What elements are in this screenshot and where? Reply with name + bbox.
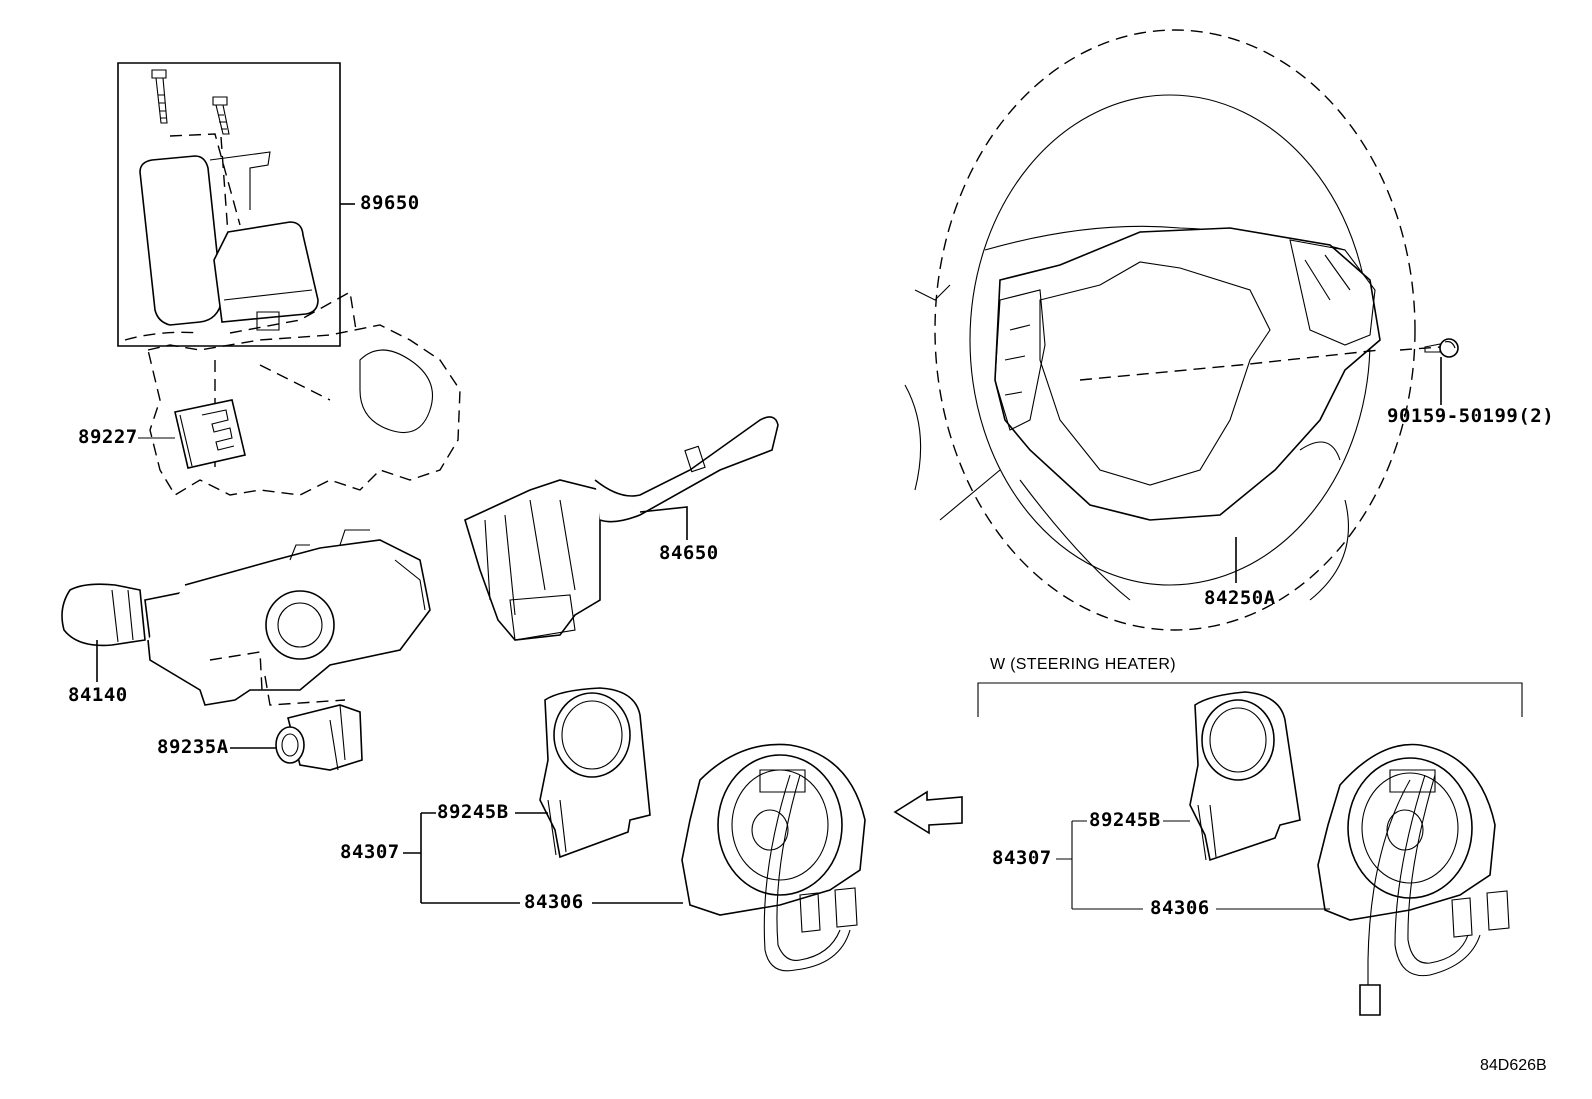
part-90159-50199-illustration[interactable] bbox=[1425, 339, 1458, 357]
part-label-84250A[interactable]: 84250A bbox=[1204, 587, 1276, 609]
screw-icon bbox=[1425, 339, 1458, 357]
part-label-84306-main[interactable]: 84306 bbox=[524, 891, 584, 913]
part-89245B-heater-illustration[interactable] bbox=[1190, 692, 1300, 860]
part-label-89235A[interactable]: 89235A bbox=[157, 736, 229, 758]
part-label-89650[interactable]: 89650 bbox=[360, 192, 420, 214]
variant-box-steering-heater bbox=[978, 683, 1522, 717]
part-89245B-main-illustration[interactable] bbox=[540, 688, 650, 857]
part-89235A-illustration[interactable] bbox=[276, 705, 362, 770]
part-84306-main-illustration[interactable] bbox=[682, 744, 865, 970]
part-label-84307-heater[interactable]: 84307 bbox=[992, 847, 1052, 869]
part-label-84650[interactable]: 84650 bbox=[659, 542, 719, 564]
bolt-icon bbox=[213, 97, 229, 134]
part-89650-illustration[interactable] bbox=[118, 63, 356, 346]
bolt-icon bbox=[152, 70, 167, 123]
part-84250A-illustration[interactable] bbox=[905, 30, 1440, 630]
part-label-84306-heater[interactable]: 84306 bbox=[1150, 897, 1210, 919]
part-label-89245B-heater[interactable]: 89245B bbox=[1089, 809, 1161, 831]
variant-box-title: W (STEERING HEATER) bbox=[990, 656, 1176, 673]
part-label-84140[interactable]: 84140 bbox=[68, 684, 128, 706]
part-89227-illustration[interactable] bbox=[175, 400, 245, 468]
part-label-89245B-main[interactable]: 89245B bbox=[437, 801, 509, 823]
part-84306-heater-illustration[interactable] bbox=[1318, 745, 1509, 1016]
leader-lines bbox=[97, 204, 1441, 909]
part-84650-illustration[interactable] bbox=[465, 417, 778, 640]
part-label-90159-50199[interactable]: 90159-50199(2) bbox=[1387, 405, 1555, 427]
drawing-code: 84D626B bbox=[1480, 1057, 1547, 1074]
part-84140-illustration[interactable] bbox=[62, 530, 430, 705]
part-label-84307-main[interactable]: 84307 bbox=[340, 841, 400, 863]
part-label-89227[interactable]: 89227 bbox=[78, 426, 138, 448]
steering-column-outline bbox=[148, 325, 460, 495]
arrow-left-icon bbox=[895, 792, 962, 833]
